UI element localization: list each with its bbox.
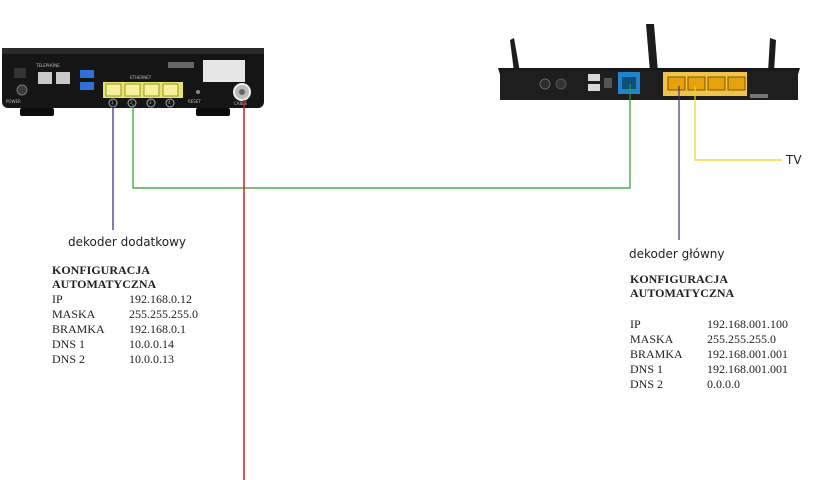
config-key: MASKA: [630, 332, 674, 346]
power-switch: [14, 68, 26, 78]
config-row: DNS 2 10.0.0.13: [52, 352, 252, 367]
main-decoder-label: dekoder główny: [629, 247, 725, 261]
config-value: 192.168.0.12: [129, 292, 192, 306]
modem-cable-label: CABLE: [234, 101, 248, 106]
modem-port-number: 4: [168, 100, 171, 105]
router-lan-port-3: [707, 76, 726, 91]
cable-modem: [2, 48, 264, 116]
port-number-marker: [146, 98, 156, 108]
config-row: BRAMKA 192.168.001.001: [630, 347, 830, 362]
modem-reset-label: RESET: [188, 99, 201, 104]
config-key: IP: [52, 292, 63, 306]
config-row: DNS 1 10.0.0.14: [52, 337, 252, 352]
ethernet-port-4: [162, 83, 179, 97]
ethernet-port-3: [143, 83, 160, 97]
config-value: 10.0.0.13: [129, 352, 174, 366]
modem-foot: [196, 108, 230, 116]
config-key: BRAMKA: [52, 322, 105, 336]
usb-port: [80, 70, 94, 78]
config-row: IP 192.168.0.12: [52, 292, 252, 307]
router-wps-button: [604, 78, 612, 88]
config-key: MASKA: [52, 307, 96, 321]
config-value: 10.0.0.14: [129, 337, 174, 351]
modem-port-number: 2: [130, 100, 133, 105]
config-row: IP 192.168.001.100: [630, 317, 830, 332]
usb-port: [80, 82, 94, 90]
modem-telephone-label: TELEPHONE: [36, 63, 60, 68]
power-jack: [16, 84, 28, 96]
router-antenna: [510, 38, 520, 72]
modem-to-router-cable: [132, 84, 631, 189]
config-title-line2: AUTOMATYCZNA: [630, 286, 735, 300]
telephone-port: [38, 72, 52, 84]
modem-top-edge: [2, 48, 264, 54]
router-lan-port-4: [727, 76, 746, 91]
modem-ethernet-label: ETHERNET: [130, 75, 152, 80]
secondary-decoder-label: dekoder dodatkowy: [68, 235, 187, 249]
config-row: DNS 2 0.0.0.0: [630, 377, 830, 392]
config-key: IP: [630, 317, 641, 331]
config-row: MASKA 255.255.255.0: [52, 307, 252, 322]
config-value: 192.168.0.1: [129, 322, 186, 336]
router-power-jack: [539, 78, 551, 90]
telephone-port: [56, 72, 70, 84]
port-number-marker: [127, 98, 137, 108]
config-value: 255.255.255.0: [707, 332, 776, 346]
router-antenna: [768, 38, 776, 72]
coax-pin: [239, 89, 245, 95]
config-value: 0.0.0.0: [707, 377, 740, 391]
config-row: BRAMKA 192.168.0.1: [52, 322, 252, 337]
router-power-button: [555, 78, 567, 90]
router-usb-port: [588, 74, 600, 81]
cisco-logo: [168, 62, 194, 68]
tv-label: TV: [786, 153, 802, 167]
modem-port-number: 3: [149, 100, 152, 105]
config-key: DNS 2: [630, 377, 664, 391]
config-row: MASKA 255.255.255.0: [630, 332, 830, 347]
modem-foot: [20, 108, 54, 116]
config-title-line1: KONFIGURACJA: [52, 263, 150, 277]
router-wan-socket: [622, 77, 636, 89]
reset-button: [196, 90, 200, 94]
config-left: KONFIGURACJA AUTOMATYCZNA IP 192.168.0.1…: [52, 263, 252, 367]
config-right: KONFIGURACJA AUTOMATYCZNA IP 192.168.001…: [630, 272, 830, 392]
config-key: DNS 1: [52, 337, 86, 351]
modem-port-number: 1: [111, 100, 114, 105]
config-title-line1: KONFIGURACJA: [630, 272, 728, 286]
modem-label-sticker: [203, 60, 245, 82]
port-number-marker: [165, 98, 175, 108]
config-value: 192.168.001.100: [707, 317, 788, 331]
config-title-line2: AUTOMATYCZNA: [52, 277, 157, 291]
modem-power-label: POWER: [6, 99, 21, 104]
config-value: 192.168.001.001: [707, 347, 788, 361]
config-value: 255.255.255.0: [129, 307, 198, 321]
ethernet-port-1: [105, 83, 122, 97]
router-lan-port-2: [687, 76, 706, 91]
router-lan-port-1: [667, 76, 686, 91]
config-key: BRAMKA: [630, 347, 683, 361]
config-key: DNS 2: [52, 352, 86, 366]
tv-cable: [694, 86, 782, 161]
config-row: DNS 1 192.168.001.001: [630, 362, 830, 377]
router-reset-label: [750, 94, 768, 98]
ethernet-port-2: [124, 83, 141, 97]
wifi-router: [498, 24, 800, 100]
config-key: DNS 1: [630, 362, 664, 376]
config-value: 192.168.001.001: [707, 362, 788, 376]
router-usb-port: [588, 84, 600, 91]
router-antenna: [646, 24, 658, 72]
